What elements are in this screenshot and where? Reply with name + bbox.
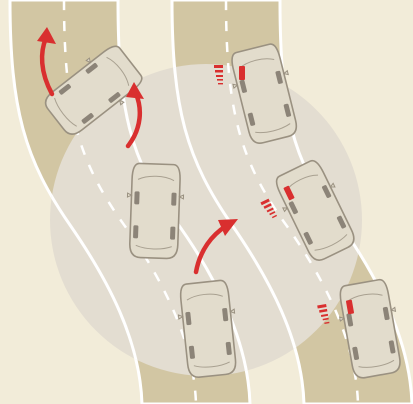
car-left-middle [125, 163, 184, 259]
